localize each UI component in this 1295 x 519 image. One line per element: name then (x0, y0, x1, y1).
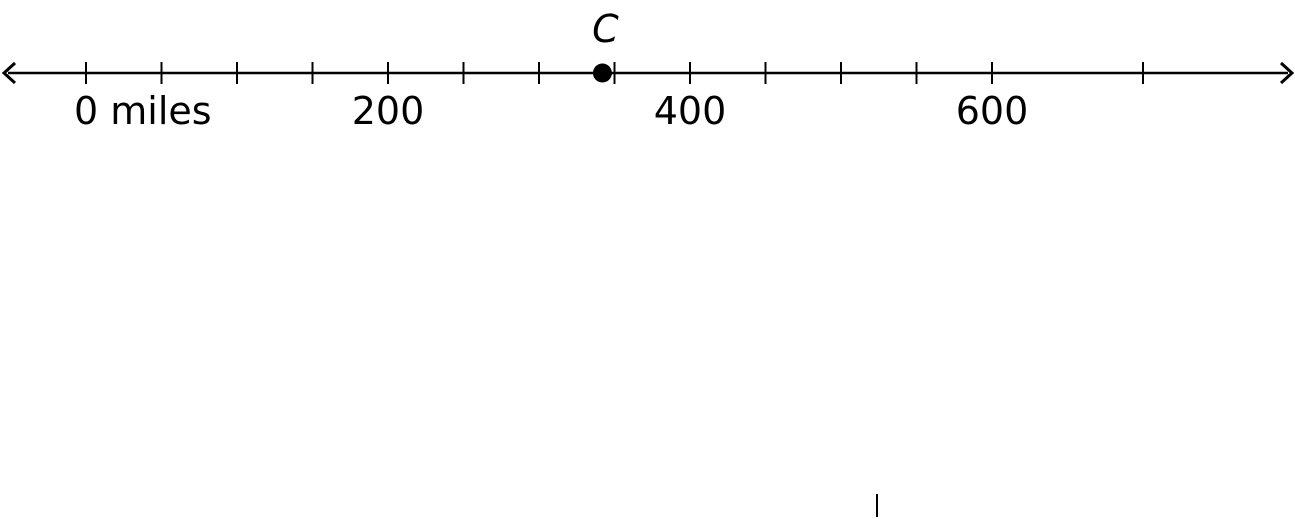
plotted-points: C (592, 7, 619, 83)
left-arrowhead-icon (1, 61, 17, 85)
tick-labels: 0 miles 200 400 600 (74, 89, 1028, 133)
tick-label-400: 400 (654, 89, 727, 133)
tick-label-0: 0 miles (74, 89, 212, 133)
point-c-label: C (592, 7, 619, 51)
right-arrowhead-icon (1279, 61, 1295, 85)
tick-marks (85, 62, 1144, 84)
tick-label-600: 600 (956, 89, 1029, 133)
tick-label-200: 200 (352, 89, 425, 133)
point-c-marker (592, 63, 612, 83)
